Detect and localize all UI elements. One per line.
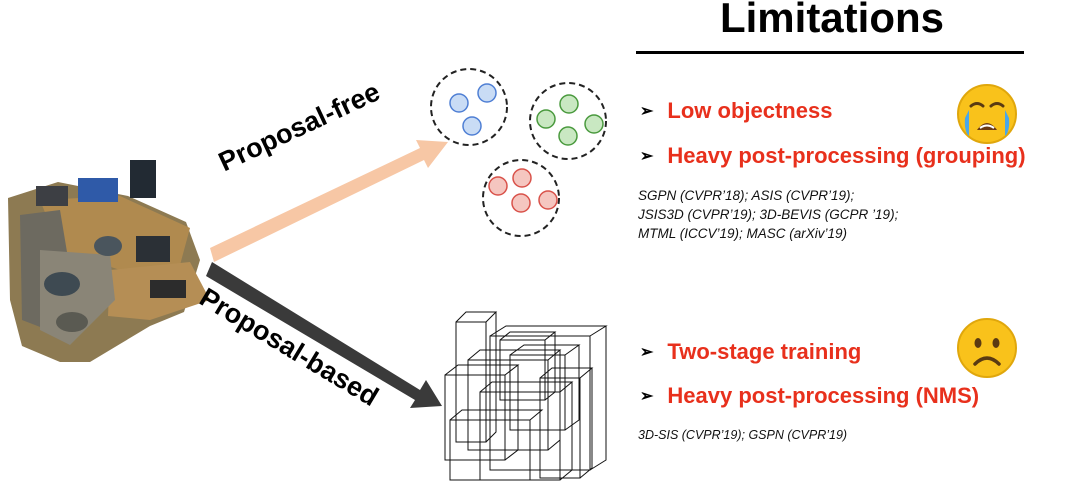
- limitation-item: ➢ Heavy post-processing (NMS): [640, 383, 979, 409]
- arrowhead-bullet-icon: ➢: [640, 388, 654, 405]
- reference-line: SGPN (CVPR’18); ASIS (CVPR’19);: [638, 188, 855, 203]
- proposal-free-arrow: [210, 140, 448, 262]
- proposal-based-references: 3D-SIS (CVPR’19); GSPN (CVPR’19): [638, 426, 847, 445]
- instance-clusters: [430, 68, 607, 237]
- title-underline: [636, 51, 1024, 54]
- proposal-free-references: SGPN (CVPR’18); ASIS (CVPR’19); JSIS3D (…: [638, 186, 898, 243]
- page-title: Limitations: [719, 0, 944, 41]
- reference-line: JSIS3D (CVPR’19); 3D-BEVIS (GCPR ’19);: [638, 207, 899, 222]
- limitation-item: ➢ Two-stage training: [640, 339, 861, 365]
- arrowhead-bullet-icon: ➢: [640, 344, 654, 361]
- limitation-text: Two-stage training: [667, 339, 862, 364]
- reference-line: 3D-SIS (CVPR’19); GSPN (CVPR’19): [638, 428, 848, 442]
- point-cloud-scene: [8, 160, 210, 362]
- limitation-text: Heavy post-processing (NMS): [667, 383, 980, 408]
- limitation-item: ➢ Heavy post-processing (grouping): [640, 143, 1026, 169]
- limitation-item: ➢ Low objectness: [640, 98, 832, 124]
- proposal-boxes: [444, 311, 608, 481]
- arrowhead-bullet-icon: ➢: [640, 148, 654, 165]
- arrowhead-bullet-icon: ➢: [640, 103, 654, 120]
- reference-line: MTML (ICCV’19); MASC (arXiv’19): [638, 226, 848, 241]
- frowning-face-icon: [957, 318, 1017, 378]
- proposal-based-arrow: [206, 262, 442, 408]
- limitation-text: Heavy post-processing (grouping): [667, 143, 1026, 168]
- crying-face-icon: [957, 84, 1017, 144]
- limitation-text: Low objectness: [667, 98, 833, 123]
